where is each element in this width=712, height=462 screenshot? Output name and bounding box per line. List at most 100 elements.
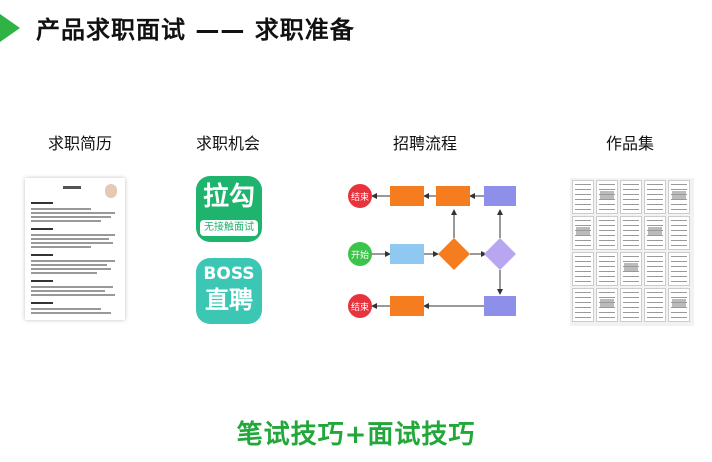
footer-tips: 笔试技巧+面试技巧	[236, 420, 476, 450]
portfolio-line	[599, 297, 615, 298]
portfolio-line	[575, 271, 591, 272]
portfolio-line	[575, 256, 591, 257]
portfolio-line	[599, 199, 615, 200]
portfolio-line	[671, 271, 687, 272]
portfolio-line	[599, 209, 615, 210]
portfolio-line	[599, 266, 615, 267]
portfolio-line	[647, 184, 663, 185]
portfolio-line	[623, 302, 639, 303]
portfolio-page	[668, 288, 690, 322]
portfolio-line	[647, 220, 663, 221]
portfolio-line	[647, 256, 663, 257]
portfolio-line	[647, 292, 663, 293]
portfolio-line	[647, 317, 663, 318]
resume-heading	[31, 202, 53, 204]
portfolio-line	[671, 209, 687, 210]
jobs-label: 求职机会	[195, 134, 260, 153]
section-process: 招聘流程	[370, 130, 480, 154]
portfolio-line	[575, 245, 591, 246]
portfolio-line	[671, 235, 687, 236]
portfolio-line	[671, 307, 687, 308]
portfolio-page	[644, 216, 666, 250]
portfolio-line	[623, 271, 639, 272]
resume-heading	[31, 254, 53, 256]
portfolio-line	[671, 230, 687, 231]
resume-heading	[31, 228, 53, 230]
flow-end-top-text: 结束	[351, 191, 369, 203]
portfolio-line	[671, 297, 687, 298]
portfolio-line	[599, 317, 615, 318]
portfolio-page	[620, 180, 642, 214]
portfolio-page	[644, 180, 666, 214]
portfolio-line	[623, 266, 639, 267]
portfolio-line	[647, 281, 663, 282]
portfolio-page	[620, 252, 642, 286]
flow-step-box	[484, 186, 516, 206]
portfolio-block	[600, 191, 614, 199]
portfolio-line	[599, 204, 615, 205]
portfolio-line	[647, 209, 663, 210]
portfolio-line	[623, 240, 639, 241]
flow-decision-diamond	[438, 238, 470, 270]
portfolio-line	[623, 235, 639, 236]
resume-line	[31, 312, 111, 314]
portfolio-line	[671, 245, 687, 246]
portfolio-block	[624, 263, 638, 271]
boss-logo-main: 直聘	[205, 286, 253, 314]
portfolio-line	[623, 209, 639, 210]
recruiting-flowchart: 结束 开始 结束	[348, 184, 516, 318]
resume-line	[31, 234, 115, 236]
boss-logo-top: BOSS	[203, 264, 255, 284]
lagou-app-icon: 拉勾 无接触面试	[196, 176, 262, 242]
portfolio-page	[620, 288, 642, 322]
portfolio-page	[644, 288, 666, 322]
portfolio-line	[623, 317, 639, 318]
portfolio-line	[671, 312, 687, 313]
lagou-logo-text: 拉勾	[202, 182, 255, 212]
portfolio-line	[623, 256, 639, 257]
portfolio-line	[575, 281, 591, 282]
resume-name-bar	[63, 186, 81, 189]
portfolio-line	[647, 271, 663, 272]
portfolio-line	[623, 307, 639, 308]
portfolio-line	[575, 184, 591, 185]
portfolio-page	[620, 216, 642, 250]
resume-line	[31, 238, 109, 240]
portfolio-page	[572, 288, 594, 322]
portfolio-line	[599, 302, 615, 303]
portfolio-line	[647, 194, 663, 195]
portfolio-line	[671, 292, 687, 293]
portfolio-line	[647, 230, 663, 231]
portfolio-line	[599, 220, 615, 221]
portfolio-line	[575, 230, 591, 231]
portfolio-line	[671, 256, 687, 257]
portfolio-block	[600, 299, 614, 307]
portfolio-line	[647, 240, 663, 241]
portfolio-line	[647, 312, 663, 313]
portfolio-line	[671, 194, 687, 195]
portfolio-line	[623, 225, 639, 226]
portfolio-line	[671, 184, 687, 185]
portfolio-line	[671, 204, 687, 205]
portfolio-line	[599, 281, 615, 282]
portfolio-label: 作品集	[605, 134, 654, 153]
portfolio-line	[599, 240, 615, 241]
portfolio-line	[623, 230, 639, 231]
resume-line	[31, 212, 115, 214]
portfolio-line	[623, 276, 639, 277]
portfolio-page	[572, 252, 594, 286]
portfolio-line	[599, 276, 615, 277]
portfolio-block	[576, 227, 590, 235]
portfolio-line	[575, 209, 591, 210]
portfolio-line	[575, 276, 591, 277]
portfolio-page	[572, 216, 594, 250]
resume-heading	[31, 280, 53, 282]
portfolio-line	[575, 297, 591, 298]
boss-app-icon: BOSS 直聘	[196, 258, 262, 324]
flow-start-node	[348, 242, 372, 266]
resume-line	[31, 272, 97, 274]
portfolio-line	[575, 235, 591, 236]
portfolio-line	[575, 225, 591, 226]
resume-line	[31, 246, 91, 248]
portfolio-line	[599, 312, 615, 313]
